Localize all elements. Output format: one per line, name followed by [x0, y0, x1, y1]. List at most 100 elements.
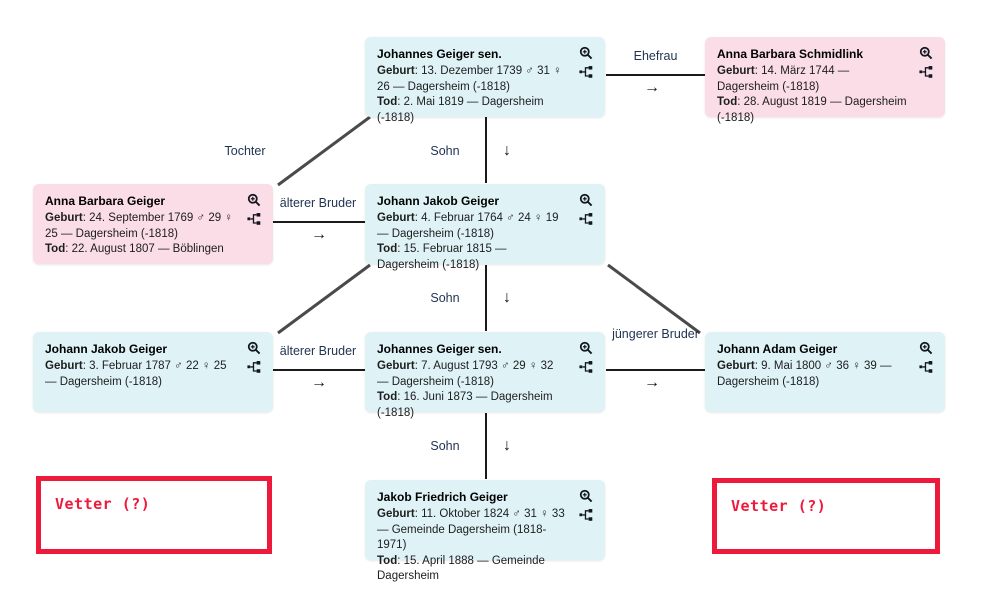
- person-death: Tod: 15. Februar 1815 — Dagersheim (-181…: [377, 242, 593, 273]
- person-name: Jakob Friedrich Geiger: [377, 490, 508, 504]
- arrow-down-sohn-3: ↓: [503, 437, 511, 454]
- person-card-johann-jakob-geiger-1787[interactable]: Johann Jakob Geiger Geburt: 3. Februar 1…: [33, 332, 273, 412]
- person-birth: Geburt: 11. Oktober 1824 ♂ 31 ♀ 33 — Gem…: [377, 507, 593, 554]
- arrow-down-sohn-1: ↓: [503, 142, 511, 159]
- magnifier-plus-icon[interactable]: [919, 341, 933, 355]
- birth-value: : 11. Oktober 1824 ♂ 31 ♀ 33 — Gemeinde …: [377, 508, 565, 551]
- death-label: Tod: [377, 391, 398, 403]
- person-name: Johannes Geiger sen.: [377, 47, 502, 61]
- card-icon-group: [245, 341, 263, 374]
- relation-label-ehefrau: Ehefrau: [633, 49, 678, 63]
- birth-value: : 7. August 1793 ♂ 29 ♀ 32 — Dagersheim …: [377, 360, 554, 388]
- family-tree-icon[interactable]: [247, 212, 261, 226]
- person-card-anna-barbara-geiger[interactable]: Anna Barbara Geiger Geburt: 24. Septembe…: [33, 184, 273, 264]
- person-death: Tod: 15. April 1888 — Gemeinde Dagershei…: [377, 554, 593, 585]
- death-label: Tod: [377, 554, 398, 567]
- family-tree-icon[interactable]: [579, 508, 593, 522]
- connector-aelterer-bruder-2: [273, 369, 365, 371]
- connector-diagonal-left-row3: [277, 263, 371, 335]
- family-tree-icon[interactable]: [579, 360, 593, 374]
- family-tree-icon[interactable]: [247, 360, 261, 374]
- person-birth: Geburt: 24. September 1769 ♂ 29 ♀ 25 — D…: [45, 211, 261, 242]
- death-value: : 28. August 1819 — Dagersheim (-1818): [717, 96, 907, 124]
- connector-tochter: [277, 115, 371, 187]
- card-icon-group: [917, 341, 935, 374]
- magnifier-plus-icon[interactable]: [919, 46, 933, 60]
- birth-label: Geburt: [45, 360, 83, 372]
- magnifier-plus-icon[interactable]: [579, 341, 593, 355]
- relation-label-sohn-1: Sohn: [430, 144, 460, 158]
- connector-aelterer-bruder-1: [273, 221, 365, 223]
- connector-juengerer-bruder: [606, 369, 705, 371]
- death-value: : 2. Mai 1819 — Dagersheim (-1818): [377, 96, 544, 124]
- person-card-johann-adam-geiger-1800[interactable]: Johann Adam Geiger Geburt: 9. Mai 1800 ♂…: [705, 332, 945, 412]
- birth-value: : 13. Dezember 1739 ♂ 31 ♀ 26 — Dagershe…: [377, 65, 562, 93]
- relation-label-aelterer-bruder-1: älterer Bruder: [279, 196, 357, 210]
- arrow-down-sohn-2: ↓: [503, 289, 511, 306]
- person-card-anna-barbara-schmidlink[interactable]: Anna Barbara Schmidlink Geburt: 14. März…: [705, 37, 945, 124]
- connector-sohn-2: [485, 265, 487, 331]
- person-name: Johann Jakob Geiger: [45, 342, 168, 356]
- family-tree-icon[interactable]: [919, 65, 933, 79]
- annotation-label-left: Vetter (?): [55, 495, 151, 513]
- magnifier-plus-icon[interactable]: [579, 193, 593, 207]
- person-birth: Geburt: 14. März 1744 — Dagersheim (-181…: [717, 64, 933, 95]
- relation-label-juengerer-bruder: jüngerer Bruder: [612, 327, 699, 341]
- arrow-right-aelterer-bruder-1: →: [311, 226, 327, 243]
- connector-diagonal-right-row3: [607, 263, 701, 335]
- birth-value: : 14. März 1744 — Dagersheim (-1818): [717, 65, 850, 93]
- magnifier-plus-icon[interactable]: [579, 489, 593, 503]
- card-icon-group: [577, 489, 595, 522]
- person-card-johannes-geiger-sen-1739[interactable]: Johannes Geiger sen. Geburt: 13. Dezembe…: [365, 37, 605, 124]
- card-icon-group: [577, 46, 595, 79]
- death-label: Tod: [377, 243, 398, 255]
- birth-value: : 24. September 1769 ♂ 29 ♀ 25 — Dagersh…: [45, 212, 233, 240]
- connector-sohn-1: [485, 117, 487, 183]
- arrow-right-aelterer-bruder-2: →: [311, 374, 327, 391]
- person-death: Tod: 22. August 1807 — Böblingen: [45, 242, 261, 258]
- death-value: : 16. Juni 1873 — Dagersheim (-1818): [377, 391, 553, 419]
- card-icon-group: [917, 46, 935, 79]
- annotation-box-left: Vetter (?): [36, 476, 272, 554]
- birth-label: Geburt: [717, 360, 755, 372]
- card-icon-group: [577, 341, 595, 374]
- annotation-label-right: Vetter (?): [731, 497, 827, 515]
- relation-label-tochter: Tochter: [224, 144, 266, 158]
- family-tree-icon[interactable]: [579, 212, 593, 226]
- magnifier-plus-icon[interactable]: [247, 193, 261, 207]
- death-label: Tod: [377, 96, 398, 108]
- person-card-jakob-friedrich-geiger-1824[interactable]: Jakob Friedrich Geiger Geburt: 11. Oktob…: [365, 480, 605, 582]
- death-label: Tod: [717, 96, 738, 108]
- birth-value: : 4. Februar 1764 ♂ 24 ♀ 19 — Dagersheim…: [377, 212, 559, 240]
- person-name: Johannes Geiger sen.: [377, 342, 502, 356]
- card-icon-group: [577, 193, 595, 226]
- death-value: : 15. April 1888 — Gemeinde Dagersheim: [377, 554, 545, 583]
- person-name: Johann Adam Geiger: [717, 342, 838, 356]
- person-name: Johann Jakob Geiger: [377, 194, 500, 208]
- birth-label: Geburt: [377, 508, 415, 520]
- person-card-johann-jakob-geiger-1764[interactable]: Johann Jakob Geiger Geburt: 4. Februar 1…: [365, 184, 605, 271]
- magnifier-plus-icon[interactable]: [247, 341, 261, 355]
- birth-value: : 3. Februar 1787 ♂ 22 ♀ 25 — Dagersheim…: [45, 360, 227, 388]
- death-label: Tod: [45, 243, 66, 255]
- birth-label: Geburt: [377, 360, 415, 372]
- birth-value: : 9. Mai 1800 ♂ 36 ♀ 39 — Dagersheim (-1…: [717, 360, 892, 388]
- relation-label-aelterer-bruder-2: älterer Bruder: [279, 344, 357, 358]
- person-name: Anna Barbara Geiger: [45, 194, 166, 208]
- person-birth: Geburt: 13. Dezember 1739 ♂ 31 ♀ 26 — Da…: [377, 64, 593, 95]
- person-birth: Geburt: 9. Mai 1800 ♂ 36 ♀ 39 — Dagershe…: [717, 359, 933, 390]
- birth-label: Geburt: [717, 65, 755, 77]
- birth-label: Geburt: [377, 212, 415, 224]
- person-birth: Geburt: 7. August 1793 ♂ 29 ♀ 32 — Dager…: [377, 359, 593, 390]
- family-tree-icon[interactable]: [579, 65, 593, 79]
- connector-sohn-3: [485, 413, 487, 479]
- relation-label-sohn-3: Sohn: [430, 439, 460, 453]
- card-icon-group: [245, 193, 263, 226]
- connector-ehefrau: [606, 74, 705, 76]
- person-card-johannes-geiger-sen-1793[interactable]: Johannes Geiger sen. Geburt: 7. August 1…: [365, 332, 605, 419]
- family-tree-icon[interactable]: [919, 360, 933, 374]
- magnifier-plus-icon[interactable]: [579, 46, 593, 60]
- person-birth: Geburt: 4. Februar 1764 ♂ 24 ♀ 19 — Dage…: [377, 211, 593, 242]
- person-death: Tod: 16. Juni 1873 — Dagersheim (-1818): [377, 390, 593, 421]
